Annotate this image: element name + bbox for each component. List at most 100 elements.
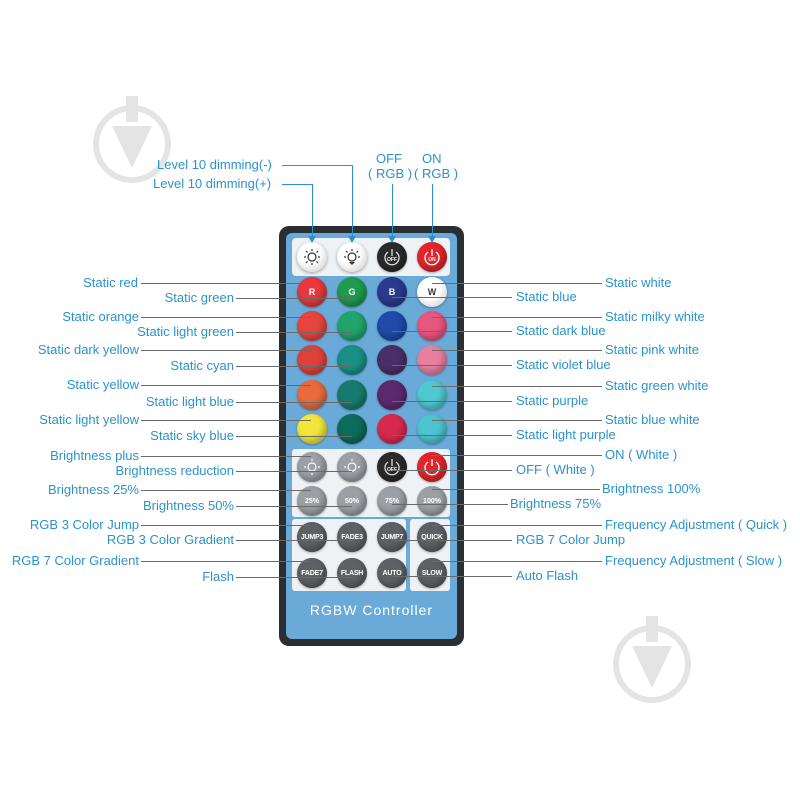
cyan-button[interactable]	[337, 345, 367, 375]
violet-blue-button[interactable]	[377, 345, 407, 375]
label-rgb3-jump: RGB 3 Color Jump	[29, 517, 139, 532]
sun-minus-icon	[344, 249, 360, 265]
leader-line	[141, 561, 311, 562]
label-static-red: Static red	[83, 275, 138, 290]
brightness-plus-button[interactable]	[297, 452, 327, 482]
brightness-25-button[interactable]: 25%	[297, 486, 327, 516]
power-icon	[424, 459, 440, 476]
blue-white-button[interactable]	[417, 414, 447, 444]
label-off-rgb-1: OFF	[376, 151, 402, 166]
jump3-label: JUMP3	[300, 533, 324, 541]
green-button-label: G	[348, 287, 356, 297]
fade3-label: FADE3	[341, 533, 363, 541]
milky-white-button[interactable]	[417, 311, 447, 341]
dark-blue-button[interactable]	[377, 311, 407, 341]
off-rgb-button[interactable]: OFF	[377, 242, 407, 272]
sky-blue-button[interactable]	[337, 414, 367, 444]
leader-line	[236, 332, 352, 333]
blue-button[interactable]: B	[377, 277, 407, 307]
fade7-button[interactable]: FADE7	[297, 558, 327, 588]
label-frequency-quick: Frequency Adjustment ( Quick )	[605, 517, 788, 532]
leader-line	[236, 471, 352, 472]
leader-line	[236, 436, 352, 437]
dim-minus-button[interactable]	[337, 242, 367, 272]
label-static-pink-white: Static pink white	[605, 342, 699, 357]
on-white-button[interactable]	[417, 452, 447, 482]
label-static-dark-blue: Static dark blue	[516, 323, 606, 338]
label-static-light-green: Static light green	[137, 324, 234, 339]
leader-line	[392, 540, 512, 541]
leader-line	[141, 317, 311, 318]
light-purple-button[interactable]	[377, 414, 407, 444]
label-flash: Flash	[202, 569, 234, 584]
sun-icon	[304, 459, 320, 475]
leader-line	[432, 184, 433, 238]
leader-line	[432, 386, 602, 387]
leader-line	[392, 435, 512, 436]
flash-label: FLASH	[340, 569, 364, 577]
label-brightness-plus: Brightness plus	[50, 448, 139, 463]
white-button[interactable]: W	[417, 277, 447, 307]
label-dim-plus: Level 10 dimming(+)	[153, 176, 272, 191]
leader-line	[432, 350, 602, 351]
leader-line	[352, 165, 353, 238]
power-icon: ON	[424, 249, 440, 266]
arrow-icon	[308, 236, 316, 243]
brightness-reduction-button[interactable]	[337, 452, 367, 482]
leader-line	[282, 165, 352, 166]
auto-button[interactable]: AUTO	[377, 558, 407, 588]
leader-line	[312, 184, 313, 238]
jump7-button[interactable]: JUMP7	[377, 522, 407, 552]
orange-button[interactable]	[297, 311, 327, 341]
label-rgb7-gradient: RGB 7 Color Gradient	[11, 553, 139, 568]
power-icon: OFF	[384, 249, 400, 266]
on-rgb-button[interactable]: ON	[417, 242, 447, 272]
red-button[interactable]: R	[297, 277, 327, 307]
leader-line	[432, 317, 602, 318]
label-static-light-yellow: Static light yellow	[39, 412, 139, 427]
flash-button[interactable]: FLASH	[337, 558, 367, 588]
green-white-button[interactable]	[417, 380, 447, 410]
label-static-sky-blue: Static sky blue	[150, 428, 234, 443]
brightness-75-button[interactable]: 75%	[377, 486, 407, 516]
quick-button[interactable]: QUICK	[417, 522, 447, 552]
label-static-blue-white: Static blue white	[605, 412, 700, 427]
sun-icon	[344, 459, 360, 472]
leader-line	[392, 470, 512, 471]
leader-line	[141, 350, 311, 351]
brightness-75-label: 75%	[384, 497, 399, 505]
label-rgb3-gradient: RGB 3 Color Gradient	[106, 532, 234, 547]
light-green-button[interactable]	[337, 311, 367, 341]
brightness-100-button[interactable]: 100%	[417, 486, 447, 516]
label-brightness-75: Brightness 75%	[510, 496, 602, 511]
label-brightness-100: Brightness 100%	[602, 481, 701, 496]
label-off-white: OFF ( White )	[516, 462, 595, 477]
on-rgb-text: ON	[428, 257, 436, 263]
leader-line	[236, 402, 352, 403]
leader-line	[392, 504, 508, 505]
auto-label: AUTO	[382, 569, 402, 577]
slow-button[interactable]: SLOW	[417, 558, 447, 588]
brightness-50-button[interactable]: 50%	[337, 486, 367, 516]
jump3-button[interactable]: JUMP3	[297, 522, 327, 552]
label-static-green: Static green	[164, 290, 234, 305]
light-yellow-button[interactable]	[297, 414, 327, 444]
slow-label: SLOW	[421, 569, 443, 577]
fade3-button[interactable]: FADE3	[337, 522, 367, 552]
dim-plus-button[interactable]	[297, 242, 327, 272]
label-static-cyan: Static cyan	[170, 358, 234, 373]
light-blue-button[interactable]	[337, 380, 367, 410]
label-static-dark-yellow: Static dark yellow	[37, 342, 139, 357]
label-on-rgb-2: ( RGB )	[414, 166, 459, 181]
label-on-white: ON ( White )	[605, 447, 678, 462]
label-off-rgb-2: ( RGB )	[368, 166, 413, 181]
green-button[interactable]: G	[337, 277, 367, 307]
leader-line	[141, 490, 311, 491]
purple-button[interactable]	[377, 380, 407, 410]
watermark-icon	[613, 616, 691, 703]
off-white-button[interactable]: OFF	[377, 452, 407, 482]
brightness-25-label: 25%	[304, 497, 319, 505]
leader-line	[282, 184, 312, 185]
label-static-orange: Static orange	[62, 309, 139, 324]
